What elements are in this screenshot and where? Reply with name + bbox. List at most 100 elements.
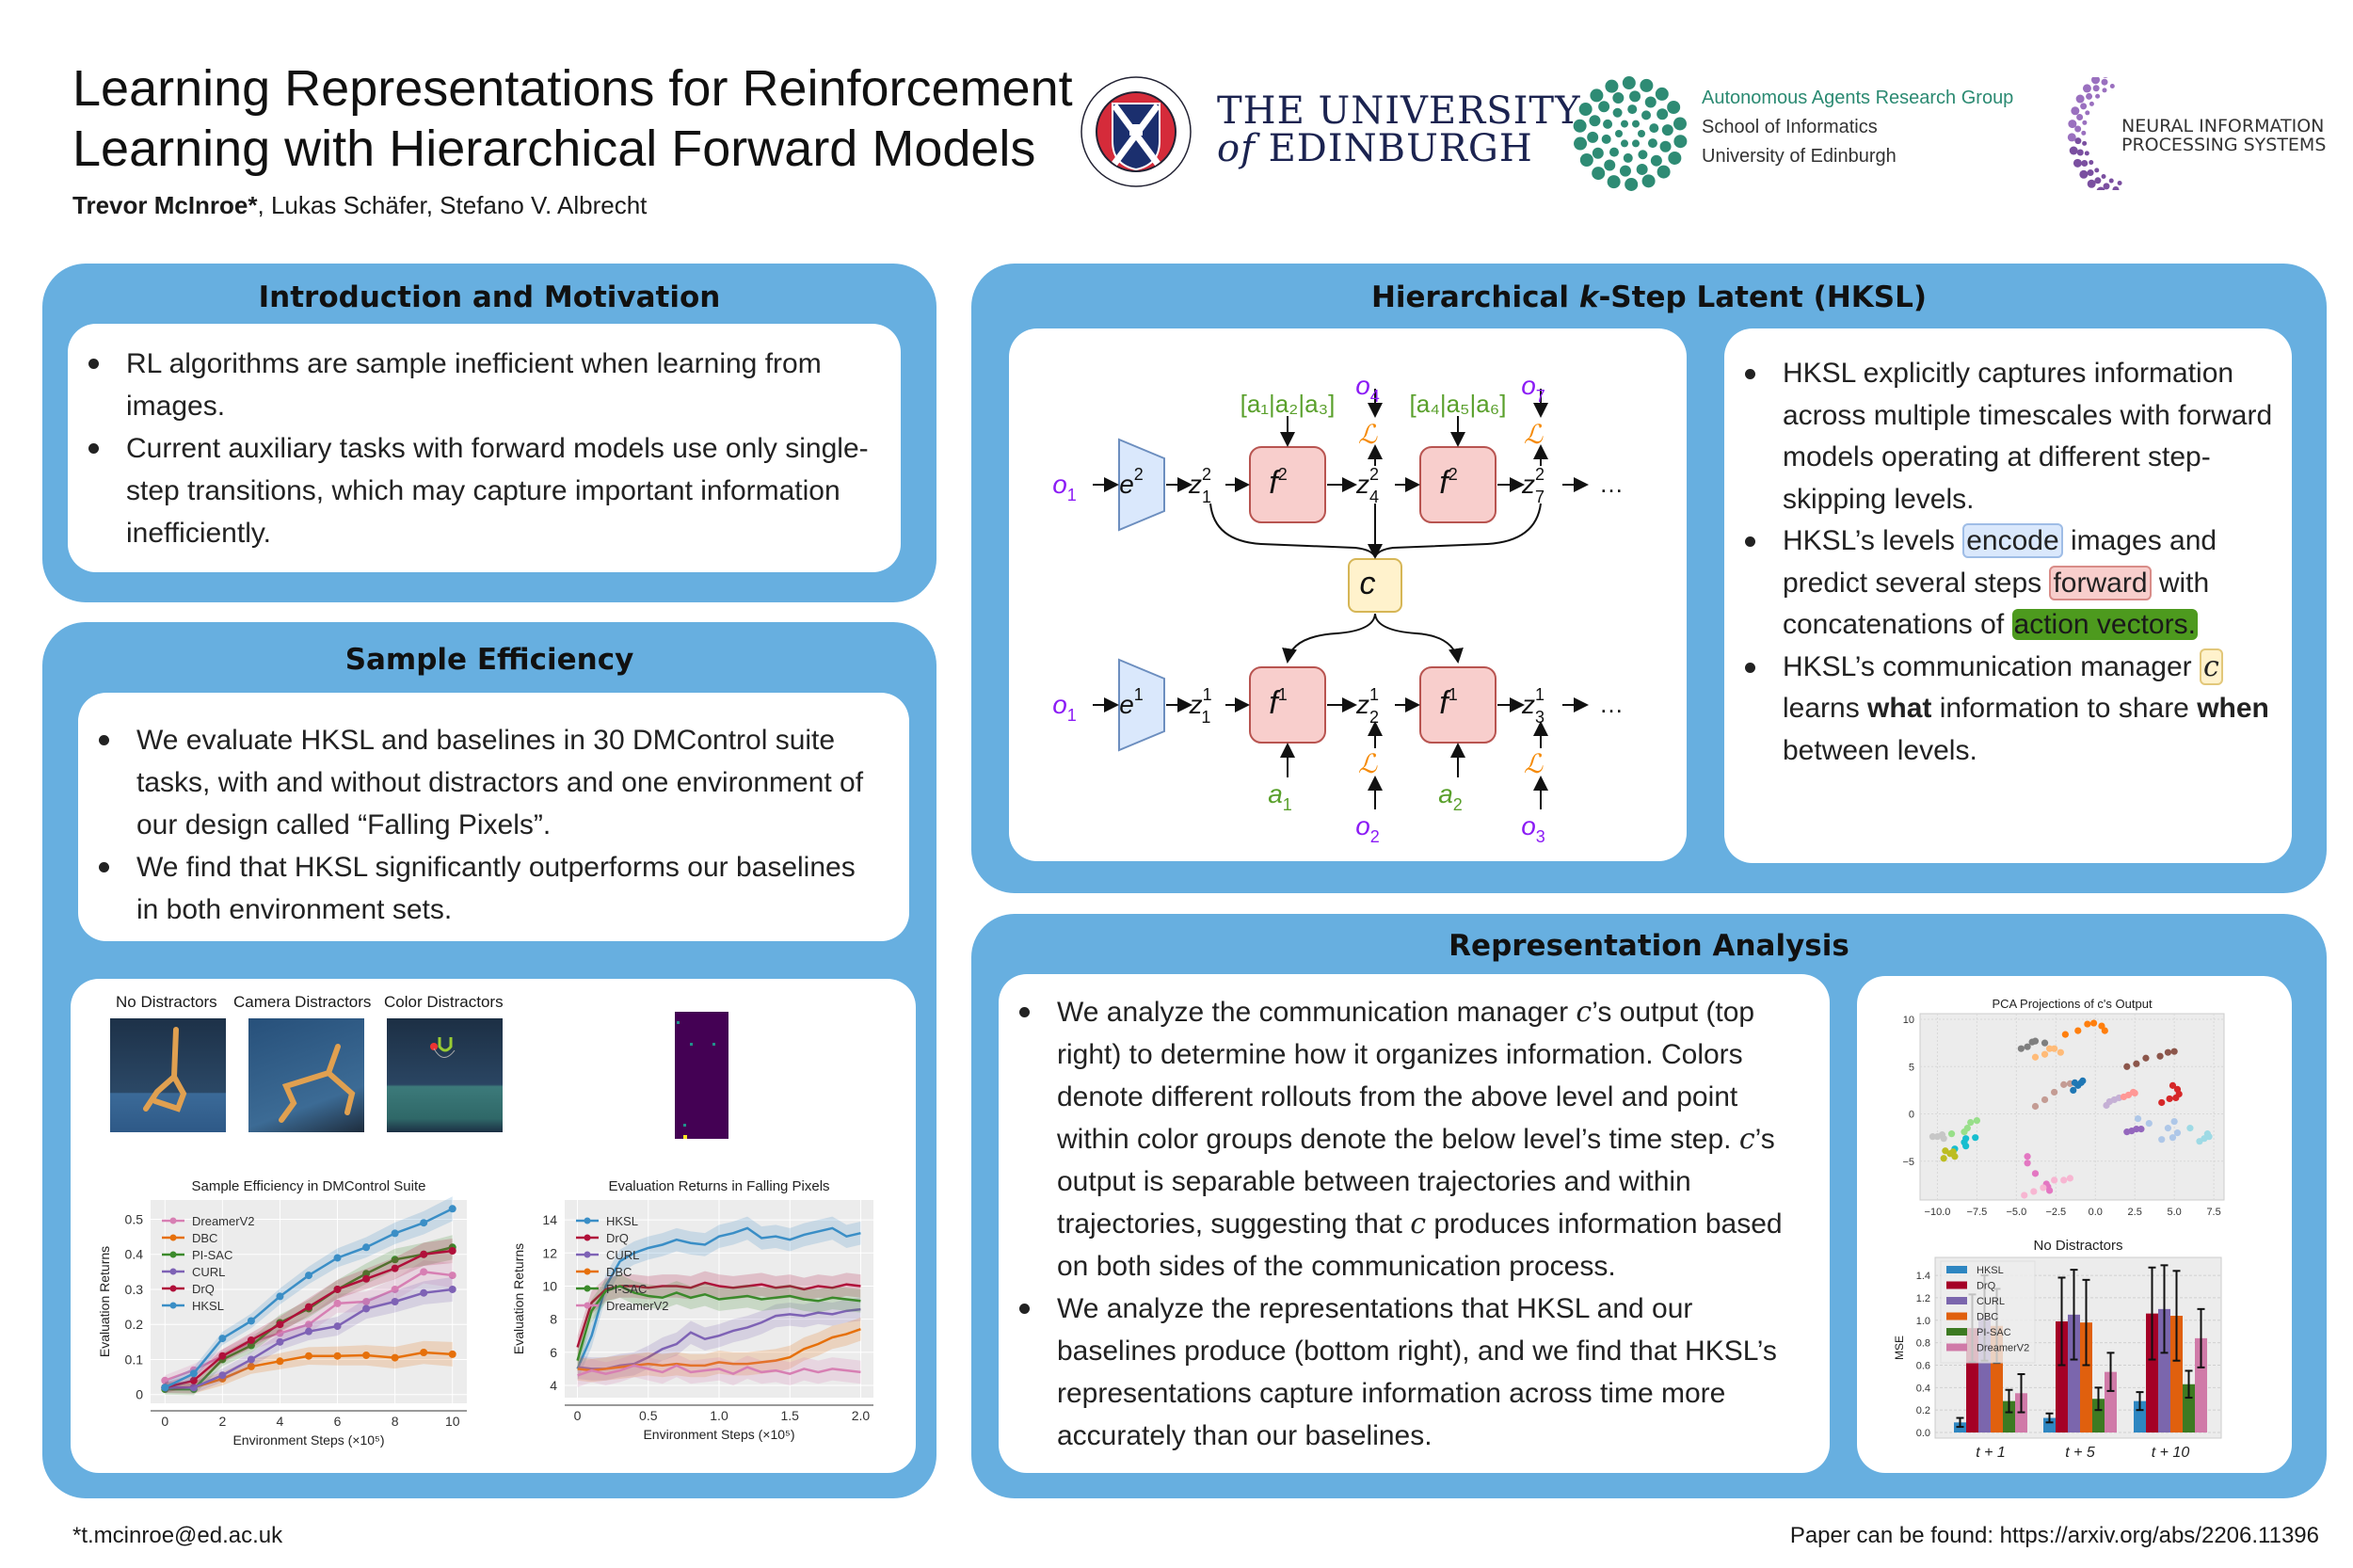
hksl-title-pre: Hierarchical (1370, 280, 1579, 314)
logo-dot (1673, 117, 1687, 131)
logo-dot (1641, 110, 1652, 120)
logo-dot (2075, 94, 2085, 104)
text: HKSL’s communication manager (1783, 650, 2200, 682)
logo-dot (1647, 138, 1657, 149)
representation-bullet-1: We analyze the communication manager c’s… (999, 991, 1809, 1288)
logo-dot (1649, 123, 1659, 134)
image-label-color-distractors: Color Distractors (384, 993, 504, 1011)
logo-dot (1657, 165, 1671, 179)
edinburgh-crest-logo (1080, 76, 1192, 187)
logo-dot (1604, 159, 1616, 171)
logo-dot (2094, 177, 2102, 184)
aarg-logo (1573, 76, 1688, 191)
logo-dot (1661, 124, 1673, 136)
logo-dot (1625, 177, 1639, 191)
logo-dot (1601, 134, 1611, 144)
paper-link[interactable]: Paper can be found: https://arxiv.org/ab… (1789, 1523, 2319, 1548)
logo-dot (1603, 119, 1613, 129)
intro-bullet: RL algorithms are sample inefficient whe… (68, 343, 872, 427)
logo-dot (1632, 139, 1640, 148)
logo-dot (1657, 108, 1669, 120)
logo-dot (2068, 120, 2077, 129)
text: learns (1783, 693, 1868, 724)
logo-dot (2091, 77, 2101, 85)
logo-dot (1578, 103, 1593, 117)
edinburgh-wordmark: THE UNIVERSITY of EDINBURGH (1217, 92, 1580, 168)
title-line-1: Learning Representations for Reinforceme… (72, 60, 1073, 117)
logo-dot (2073, 158, 2082, 168)
logo-dot (1605, 79, 1619, 93)
poster-title: Learning Representations for Reinforceme… (72, 58, 1089, 179)
logo-dot (1623, 152, 1633, 163)
hksl-bullet-1: HKSL explicitly captures information acr… (1724, 353, 2273, 520)
logo-dot (1573, 119, 1587, 133)
logo-dot (2089, 160, 2094, 166)
text: ’s output (top right) to determine how i… (1057, 997, 1755, 1155)
camera-distractors-image (248, 1018, 364, 1132)
logo-dot (2076, 149, 2084, 156)
intro-title: Introduction and Motivation (258, 280, 721, 314)
logo-dot (1587, 131, 1599, 143)
hksl-bullet-2: HKSL’s levels encode images and predict … (1724, 520, 2273, 647)
logo-dot (1579, 153, 1593, 168)
logo-dot (1641, 174, 1656, 188)
falling-pixels-image (675, 1012, 728, 1139)
hksl-text-box: HKSL explicitly captures information acr… (1724, 328, 2292, 863)
logo-dot (1592, 167, 1606, 181)
logo-dot (2082, 140, 2088, 146)
text: between levels. (1783, 734, 1977, 766)
logo-dot (1612, 107, 1623, 118)
logo-dot (2089, 101, 2094, 106)
logo-dot (2081, 159, 2089, 167)
no-distractors-image (110, 1018, 226, 1132)
hksl-bullet-3: HKSL’s communication manager c learns wh… (1724, 647, 2273, 773)
logo-dot (2112, 185, 2120, 190)
logo-dot (2096, 186, 2105, 190)
logo-dot (2080, 103, 2088, 110)
logo-dot (1650, 154, 1662, 167)
logo-dot (1592, 147, 1604, 159)
text: with concatenations of (1783, 567, 2210, 641)
logo-dot (1659, 140, 1672, 152)
aarg-line-2: School of Informatics (1702, 117, 1878, 137)
image-label-no-distractors: No Distractors (116, 993, 217, 1011)
image-label-camera-distractors: Camera Distractors (233, 993, 372, 1011)
logo-dot (2101, 173, 2106, 179)
logo-dot (1638, 150, 1648, 160)
logo-dot (1668, 151, 1682, 165)
representation-figure-box (1857, 976, 2292, 1473)
logo-dot (1609, 147, 1619, 157)
logo-dot (2087, 179, 2096, 188)
logo-dot (2102, 88, 2107, 93)
text: images and predict several steps (1783, 525, 2217, 599)
logo-dot (2092, 85, 2100, 92)
text: information to share (1931, 693, 2198, 724)
logo-dot (2109, 84, 2115, 89)
representation-bullet-2: We analyze the representations that HKSL… (999, 1288, 1809, 1457)
logo-dot (2069, 146, 2078, 155)
logo-dot (2087, 169, 2094, 177)
logo-dot (2082, 120, 2088, 125)
logo-dot (1615, 130, 1623, 137)
logo-dot (1673, 135, 1688, 149)
c-symbol: c (1576, 996, 1593, 1029)
logo-dot (1636, 163, 1648, 175)
neurips-line-1: NEURAL INFORMATION (2121, 116, 2325, 136)
logo-dot (1632, 120, 1640, 128)
intro-box: RL algorithms are sample inefficient whe… (68, 324, 901, 572)
logo-dot (1629, 90, 1641, 103)
logo-dot (1598, 101, 1610, 113)
logo-dot (2084, 151, 2089, 156)
intro-bullet: Current auxiliary tasks with forward mod… (68, 427, 872, 554)
aarg-line-1: Autonomous Agents Research Group (1702, 88, 2014, 108)
hksl-title-post: -Step Latent (HKSL) (1598, 280, 1928, 314)
c-highlight: c (2200, 648, 2223, 685)
logo-dot (2108, 178, 2114, 184)
logo-dot (2095, 93, 2101, 99)
sample-efficiency-bullet: We evaluate HKSL and baselines in 30 DMC… (78, 719, 881, 846)
logo-dot (2103, 77, 2108, 78)
logo-dot (1622, 76, 1636, 90)
logo-dot (1619, 165, 1631, 177)
text-when: when (2197, 693, 2269, 724)
authors: Trevor McInroe*, Lukas Schäfer, Stefano … (72, 191, 647, 220)
